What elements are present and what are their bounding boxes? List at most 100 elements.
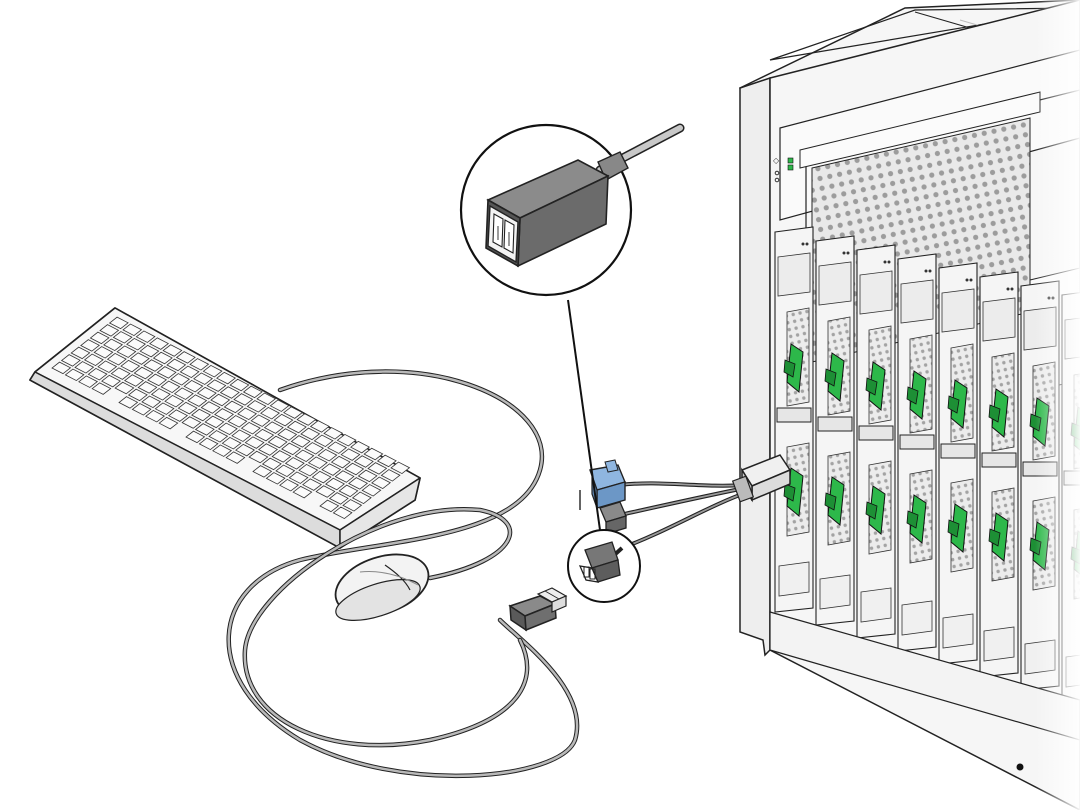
keyboard-key — [133, 366, 154, 380]
keyboard-key — [187, 394, 208, 407]
keyboard-key — [147, 373, 168, 387]
keyboard-key — [258, 443, 279, 456]
keyboard-key — [263, 421, 284, 434]
keyboard-key — [194, 423, 215, 436]
keyboard-key — [70, 346, 91, 360]
keyboard-key — [139, 344, 160, 358]
keyboard-key — [313, 434, 334, 448]
keyboard-key — [210, 393, 231, 407]
keyboard-key — [51, 361, 72, 375]
keyboard-key — [122, 323, 143, 337]
magnifier-callout — [459, 123, 685, 297]
keyboard-key — [244, 436, 265, 449]
keyboard-key — [160, 380, 181, 394]
keyboard-key — [91, 382, 112, 395]
keyboard-key — [93, 346, 114, 359]
keyboard-key — [269, 399, 290, 412]
keyboard-key — [225, 451, 246, 464]
keyboard-key — [242, 385, 263, 399]
keyboard-key — [246, 400, 267, 413]
keyboard-key — [231, 429, 252, 442]
keyboard-key — [162, 344, 183, 357]
keyboard-key — [118, 396, 139, 409]
zoom-target-circle — [567, 529, 641, 603]
keyboard-key — [164, 394, 185, 408]
keyboard-key — [223, 400, 244, 414]
keyboard-key — [127, 388, 148, 402]
keyboard-key — [350, 440, 371, 454]
keyboard-keys — [51, 316, 411, 520]
keyboard-key — [327, 441, 348, 454]
mouse — [334, 553, 430, 622]
keyboard-key — [319, 499, 340, 513]
keyboard-key — [279, 478, 300, 492]
keyboard-key — [116, 345, 137, 358]
keyboard-key — [141, 395, 162, 409]
keyboard-key — [315, 485, 336, 498]
keyboard-key — [298, 463, 319, 477]
keyboard-key — [363, 447, 384, 461]
keyboard-key — [283, 406, 304, 419]
keyboard-key — [145, 409, 166, 423]
keyboard-key — [261, 457, 282, 471]
cables — [226, 369, 750, 779]
keyboard-key — [267, 435, 288, 449]
keyboard-key — [214, 408, 235, 421]
keyboard-key — [126, 337, 147, 351]
keyboard-key — [166, 358, 187, 372]
keyboard-key — [342, 499, 363, 512]
keyboard-key — [185, 430, 206, 444]
keyboard-key — [248, 450, 269, 464]
keyboard-key — [357, 469, 378, 483]
keyboard-key — [154, 402, 175, 415]
keyboard-key — [212, 444, 233, 457]
usb-connector — [508, 587, 568, 632]
keyboard-key — [256, 392, 277, 406]
keyboard-key — [183, 379, 204, 393]
keyboard-key — [106, 352, 127, 366]
keyboard-key — [334, 470, 355, 483]
keyboard-key — [233, 393, 254, 406]
keyboard-key — [288, 471, 309, 484]
keyboard-key — [344, 462, 365, 476]
keyboard-key — [78, 375, 99, 388]
keyboard-key — [265, 472, 286, 485]
keyboard-key — [64, 368, 85, 382]
keyboard-key — [193, 372, 214, 385]
keyboard-key — [131, 403, 152, 416]
keyboard-key — [292, 485, 313, 499]
keyboard-key — [89, 331, 110, 345]
keyboard-key — [275, 464, 296, 478]
keyboard-key — [217, 422, 238, 436]
keyboard-key — [196, 386, 217, 400]
keyboard-key — [114, 381, 135, 395]
keyboard-key — [204, 415, 225, 429]
keyboard-key — [170, 373, 191, 386]
keyboard-key — [336, 433, 357, 447]
keyboard-key — [156, 366, 177, 379]
keyboard-key — [60, 354, 81, 367]
keyboard-key — [158, 416, 179, 430]
keyboard-key — [348, 477, 369, 490]
keyboard-key — [229, 378, 250, 392]
keyboard-key — [74, 361, 95, 374]
keyboard-key — [110, 367, 131, 380]
keyboard-key — [260, 406, 281, 420]
keyboard-key — [87, 367, 108, 381]
keyboard-key — [367, 462, 388, 475]
keyboard-key — [371, 476, 392, 490]
keyboard-key — [175, 351, 196, 364]
keyboard-key — [179, 365, 200, 379]
svg-text:◇: ◇ — [773, 156, 780, 165]
keyboard-key — [351, 491, 372, 505]
keyboard-key — [240, 421, 261, 435]
keyboard-key — [80, 339, 101, 352]
keyboard-key — [250, 414, 271, 427]
keyboard-key — [235, 443, 256, 457]
keyboard-key — [221, 436, 242, 450]
keyboard-key — [311, 470, 332, 484]
keyboard-key — [254, 428, 275, 442]
keyboard-key — [380, 469, 401, 482]
keyboard-key — [191, 408, 212, 422]
